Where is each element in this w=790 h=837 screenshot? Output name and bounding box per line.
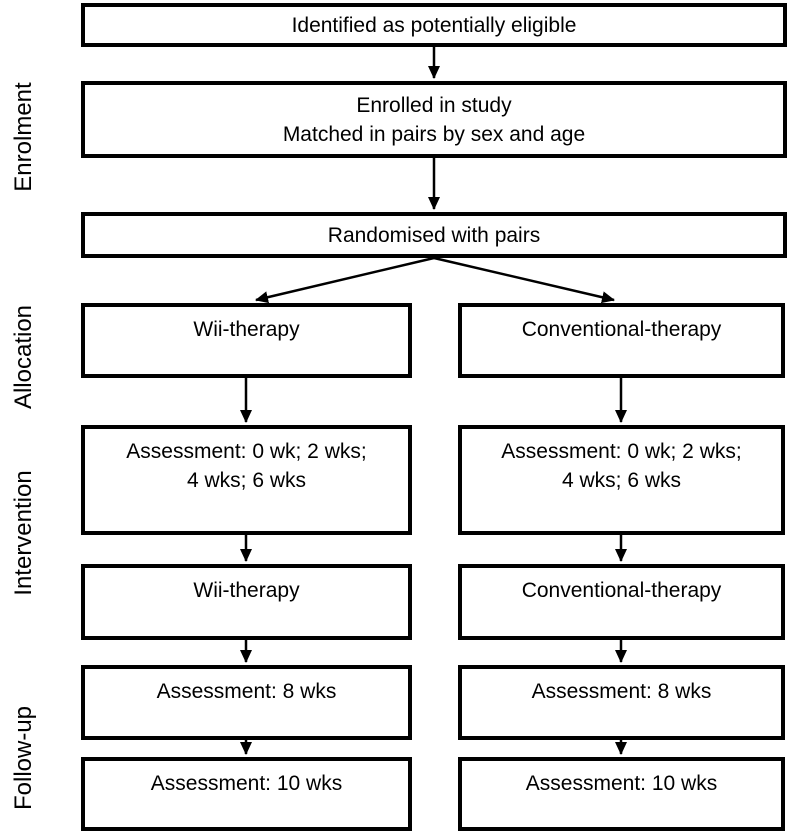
box-wii-allocation-text: Wii-therapy [193, 318, 300, 341]
box-wii-allocation: Wii-therapy [81, 303, 412, 378]
box-conventional-assessment-0-6wks-line2: 4 wks; 6 wks [561, 469, 682, 492]
box-wii-intervention-text: Wii-therapy [193, 579, 300, 602]
arrow-randomised-to-conventional [433, 256, 615, 304]
box-conventional-intervention-text: Conventional-therapy [521, 579, 722, 602]
box-wii-assessment-0-6wks-line2: 4 wks; 6 wks [186, 469, 307, 492]
box-enrolled-line2: Matched in pairs by sex and age [282, 122, 586, 146]
box-identified-eligible: Identified as potentially eligible [81, 3, 787, 47]
box-randomised-text: Randomised with pairs [327, 223, 541, 247]
box-conventional-assessment-10wks-text: Assessment: 10 wks [525, 772, 718, 795]
box-wii-assessment-8wks: Assessment: 8 wks [81, 665, 412, 740]
box-conventional-assessment-8wks-text: Assessment: 8 wks [531, 680, 712, 703]
box-wii-assessment-10wks-text: Assessment: 10 wks [150, 772, 343, 795]
box-conventional-allocation-text: Conventional-therapy [521, 318, 722, 341]
box-wii-assessment-10wks: Assessment: 10 wks [81, 757, 412, 831]
box-enrolled-line1: Enrolled in study [356, 93, 512, 117]
box-conventional-allocation: Conventional-therapy [458, 303, 785, 378]
box-wii-assessment-0-6wks-line1: Assessment: 0 wk; 2 wks; [126, 440, 367, 463]
box-conventional-assessment-8wks: Assessment: 8 wks [458, 665, 785, 740]
box-conventional-assessment-0-6wks: Assessment: 0 wk; 2 wks; 4 wks; 6 wks [458, 425, 785, 535]
arrow-randomised-to-wii [255, 256, 435, 304]
box-enrolled: Enrolled in study Matched in pairs by se… [81, 81, 787, 158]
stage-label-intervention: Intervention [10, 470, 37, 596]
box-randomised: Randomised with pairs [81, 212, 787, 258]
box-conventional-intervention: Conventional-therapy [458, 564, 785, 640]
stage-label-follow-up: Follow-up [10, 705, 37, 811]
box-wii-assessment-8wks-text: Assessment: 8 wks [156, 680, 337, 703]
stage-label-allocation: Allocation [10, 304, 37, 410]
box-conventional-assessment-10wks: Assessment: 10 wks [458, 757, 785, 831]
stage-label-enrolment: Enrolment [10, 82, 37, 192]
box-wii-assessment-0-6wks: Assessment: 0 wk; 2 wks; 4 wks; 6 wks [81, 425, 412, 535]
box-conventional-assessment-0-6wks-line1: Assessment: 0 wk; 2 wks; [501, 440, 742, 463]
box-identified-eligible-text: Identified as potentially eligible [291, 13, 577, 37]
box-wii-intervention: Wii-therapy [81, 564, 412, 640]
